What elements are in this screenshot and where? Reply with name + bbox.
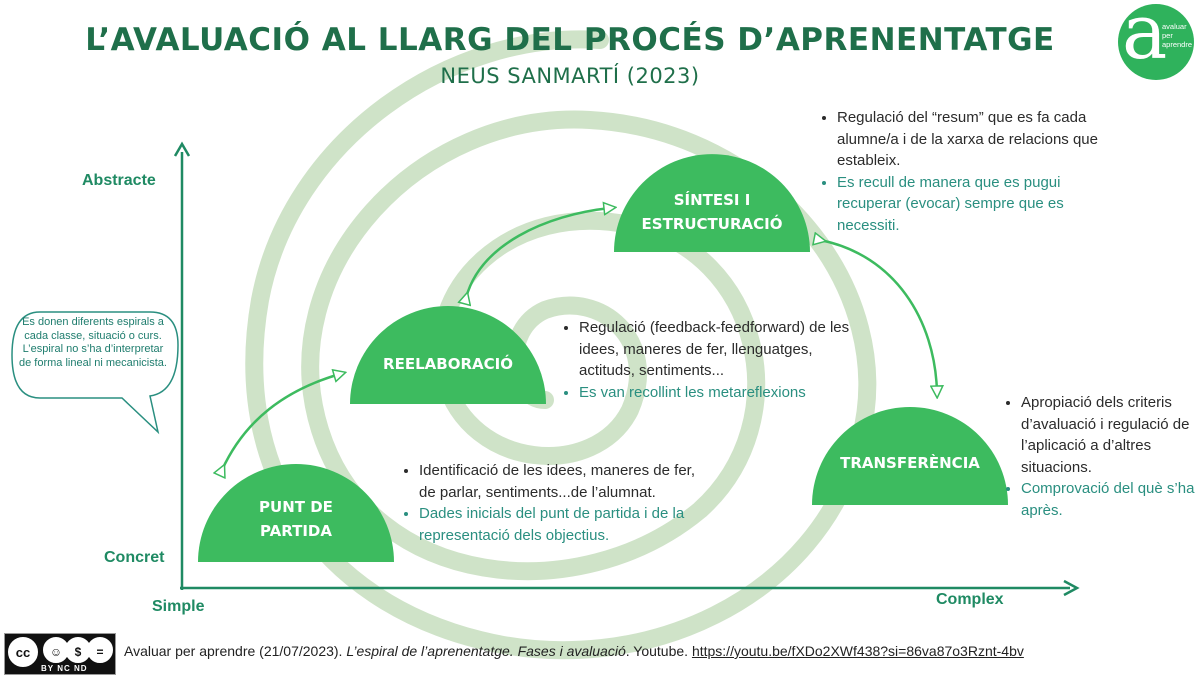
x-axis-arrowhead: [1063, 579, 1080, 597]
connector-arrow-1: [222, 374, 340, 470]
phase-label-line: REELABORACIÓ: [383, 355, 513, 373]
phase-label-transferencia: TRANSFERÈNCIA: [820, 451, 1000, 475]
phase-label-line: TRANSFERÈNCIA: [840, 454, 980, 472]
note-item: Es van recollint les metareflexions: [579, 382, 869, 404]
y-axis-arrowhead: [173, 141, 191, 157]
citation-title: L’espiral de l’aprenentatge. Fases i ava…: [346, 643, 626, 659]
citation-suffix: . Youtube.: [625, 643, 692, 659]
citation: Avaluar per aprendre (21/07/2023). L’esp…: [124, 643, 1024, 659]
notes-punt-de-partida: Identificació de les idees, maneres de f…: [402, 460, 709, 546]
page-subtitle: NEUS SANMARTÍ (2023): [440, 64, 700, 88]
phase-label-line: SÍNTESI I: [673, 191, 751, 209]
notes-transferencia: Apropiació dels criteris d’avaluació i r…: [1004, 392, 1200, 521]
phase-dome-punt-de-partida: [198, 464, 394, 562]
phase-label-line: ESTRUCTURACIÓ: [641, 215, 783, 233]
citation-link[interactable]: https://youtu.be/fXDo2XWf438?si=86va87o3…: [691, 643, 1024, 659]
phase-label-sintesi: SÍNTESI I ESTRUCTURACIÓ: [622, 188, 802, 236]
axis-label-concret: Concret: [104, 549, 165, 566]
logo-line-1: avaluar: [1162, 22, 1187, 31]
note-item: Es recull de manera que es pugui recuper…: [837, 172, 1107, 237]
phase-label-punt-de-partida: PUNT DE PARTIDA: [216, 495, 376, 543]
speech-bubble-outline: [11, 311, 179, 435]
note-item: Comprovació del què s’ha après.: [1021, 478, 1200, 521]
note-item: Regulació del “resum” que es fa cada alu…: [837, 107, 1107, 172]
note-item: Regulació (feedback-feedforward) de les …: [579, 317, 869, 382]
speech-bubble-text: Es donen diferents espirals a cada class…: [19, 316, 167, 369]
logo-text: avaluar per aprendre: [1162, 22, 1192, 49]
note-item: Dades inicials del punt de partida i de …: [419, 503, 709, 546]
connector-arrow-3: [820, 240, 937, 392]
nd-icon: =: [87, 637, 113, 663]
axis-label-simple: Simple: [152, 598, 205, 615]
axis-label-abstracte: Abstracte: [82, 172, 156, 189]
license-tags: BY NC ND: [41, 664, 88, 673]
phase-label-line: PARTIDA: [260, 522, 332, 540]
cc-license-badge: cc ☺ $ = BY NC ND: [4, 633, 116, 675]
by-icon: ☺: [43, 637, 69, 663]
logo-line-3: aprendre: [1162, 40, 1193, 49]
notes-reelaboracio: Regulació (feedback-feedforward) de les …: [562, 317, 869, 403]
logo-line-2: per: [1162, 31, 1173, 40]
phase-dome-reelaboracio: [350, 306, 546, 404]
page-title: L’AVALUACIÓ AL LLARG DEL PROCÉS D’APRENE…: [85, 22, 1055, 58]
phase-dome-sintesi: [614, 154, 810, 252]
avaluar-per-aprendre-logo: a avaluar per aprendre: [1118, 4, 1194, 80]
phase-label-reelaboracio: REELABORACIÓ: [358, 352, 538, 376]
axis-label-complex: Complex: [936, 591, 1004, 608]
note-item: Apropiació dels criteris d’avaluació i r…: [1021, 392, 1200, 478]
citation-prefix: Avaluar per aprendre (21/07/2023).: [124, 643, 347, 659]
logo-letter: a: [1122, 4, 1168, 76]
note-item: Identificació de les idees, maneres de f…: [419, 460, 709, 503]
connector-arrow-2: [466, 208, 610, 298]
phase-label-line: PUNT DE: [259, 498, 333, 516]
notes-sintesi: Regulació del “resum” que es fa cada alu…: [820, 107, 1107, 236]
phase-dome-transferencia: [812, 407, 1008, 505]
cc-icon: cc: [8, 637, 38, 667]
